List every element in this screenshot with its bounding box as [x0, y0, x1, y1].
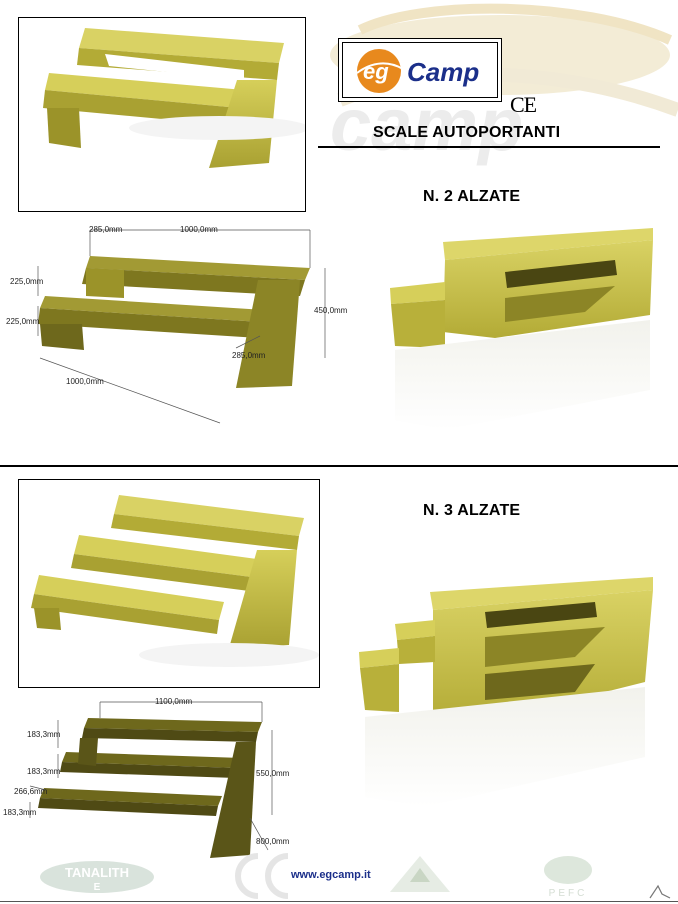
dim-tread-depth: 285,0mm: [89, 225, 123, 234]
dim-rise-2: 183,3mm: [27, 767, 61, 776]
logo-name: Camp: [407, 57, 479, 87]
page-title: SCALE AUTOPORTANTI: [373, 124, 561, 141]
dim-depth-total: 800,0mm: [256, 837, 290, 846]
dim-rise-lower: 225,0mm: [6, 317, 40, 326]
section-two-heading: N. 2 ALZATE: [423, 188, 521, 205]
svg-text:TANALITH: TANALITH: [65, 865, 129, 880]
dim-width-top: 1000,0mm: [180, 225, 218, 234]
website-link[interactable]: www.egcamp.it: [291, 869, 371, 881]
dim-rise-upper: 225,0mm: [10, 277, 44, 286]
dim-depth-step: 266,6mm: [14, 787, 48, 796]
logo-pefc: PEFC: [528, 852, 608, 900]
ce-mark: CE: [510, 92, 537, 117]
corner-mark-icon: [648, 884, 672, 900]
logo-tanalith: TANALITH E: [38, 857, 156, 897]
dim-rise-1: 183,3mm: [27, 730, 61, 739]
section-three-heading: N. 3 ALZATE: [423, 502, 521, 519]
render-two-risers: [385, 220, 665, 450]
footer-rule: [0, 901, 678, 902]
dimension-drawing-three: 1100,0mm 183,3mm 183,3mm 266,6mm 183,3mm…: [0, 690, 300, 880]
logo-ce-circle: [218, 850, 298, 900]
svg-text:PEFC: PEFC: [549, 888, 588, 899]
dim-width-bottom: 1000,0mm: [66, 377, 104, 386]
photo-three-risers: [18, 479, 320, 688]
logo-tree-cert: [385, 852, 455, 900]
dimension-drawing-two: 285,0mm 1000,0mm 225,0mm 225,0mm 450,0mm…: [0, 218, 360, 428]
brand-logo: eg Camp: [338, 38, 502, 102]
photo-two-risers: [18, 17, 306, 212]
logo-prefix: eg: [363, 59, 389, 84]
dim-tread-depth-lower: 285,0mm: [232, 351, 266, 360]
dim-width-top-three: 1100,0mm: [155, 697, 193, 706]
render-three-risers: [355, 572, 665, 812]
dim-total-height: 450,0mm: [314, 306, 348, 315]
dim-total-height-three: 550,0mm: [256, 769, 290, 778]
svg-text:E: E: [94, 882, 101, 893]
section-divider: [0, 465, 678, 467]
dim-rise-3: 183,3mm: [3, 808, 37, 817]
title-underline: [318, 146, 660, 148]
